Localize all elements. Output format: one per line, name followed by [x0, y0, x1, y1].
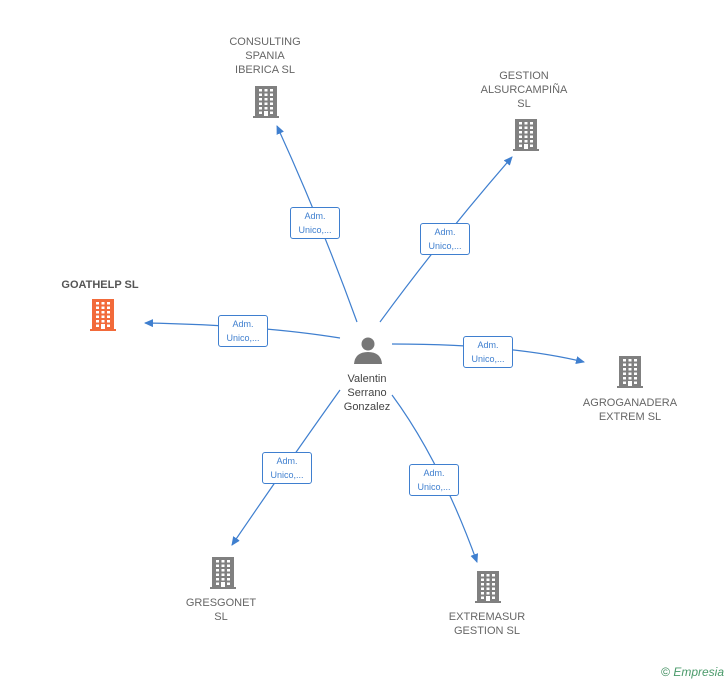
edge-label-gresgonet[interactable]: Adm. Unico,...: [262, 452, 312, 484]
building-icon-extremasur[interactable]: [475, 571, 501, 603]
edge-label-goathelp[interactable]: Adm. Unico,...: [218, 315, 268, 347]
brand-name: Empresia: [673, 665, 724, 679]
building-icon-agroganadera[interactable]: [617, 356, 643, 388]
building-icon-gestion_als[interactable]: [513, 119, 539, 151]
company-label-extremasur[interactable]: EXTREMASUR GESTION SL: [448, 611, 526, 637]
company-label-agroganadera[interactable]: AGROGANADERA EXTREM SL: [582, 397, 678, 423]
person-icon[interactable]: [354, 337, 382, 365]
footer-credit: © Empresia: [661, 665, 724, 679]
building-icon-gresgonet[interactable]: [210, 557, 236, 589]
company-label-consulting[interactable]: CONSULTING SPANIA IBERICA SL: [229, 36, 301, 76]
edge-label-gestion_als[interactable]: Adm. Unico,...: [420, 223, 470, 255]
company-label-goathelp[interactable]: GOATHELP SL: [61, 279, 139, 291]
company-label-gestion_als[interactable]: GESTION ALSURCAMPIÑA SL: [480, 70, 568, 110]
person-name-label[interactable]: Valentin Serrano Gonzalez: [343, 373, 391, 413]
edge-label-agroganadera[interactable]: Adm. Unico,...: [463, 336, 513, 368]
building-icon-consulting[interactable]: [253, 86, 279, 118]
company-label-gresgonet[interactable]: GRESGONET SL: [185, 597, 257, 623]
edge-label-consulting[interactable]: Adm. Unico,...: [290, 207, 340, 239]
copyright-symbol: ©: [661, 665, 670, 679]
building-icon-goathelp[interactable]: [90, 299, 116, 331]
edge-label-extremasur[interactable]: Adm. Unico,...: [409, 464, 459, 496]
